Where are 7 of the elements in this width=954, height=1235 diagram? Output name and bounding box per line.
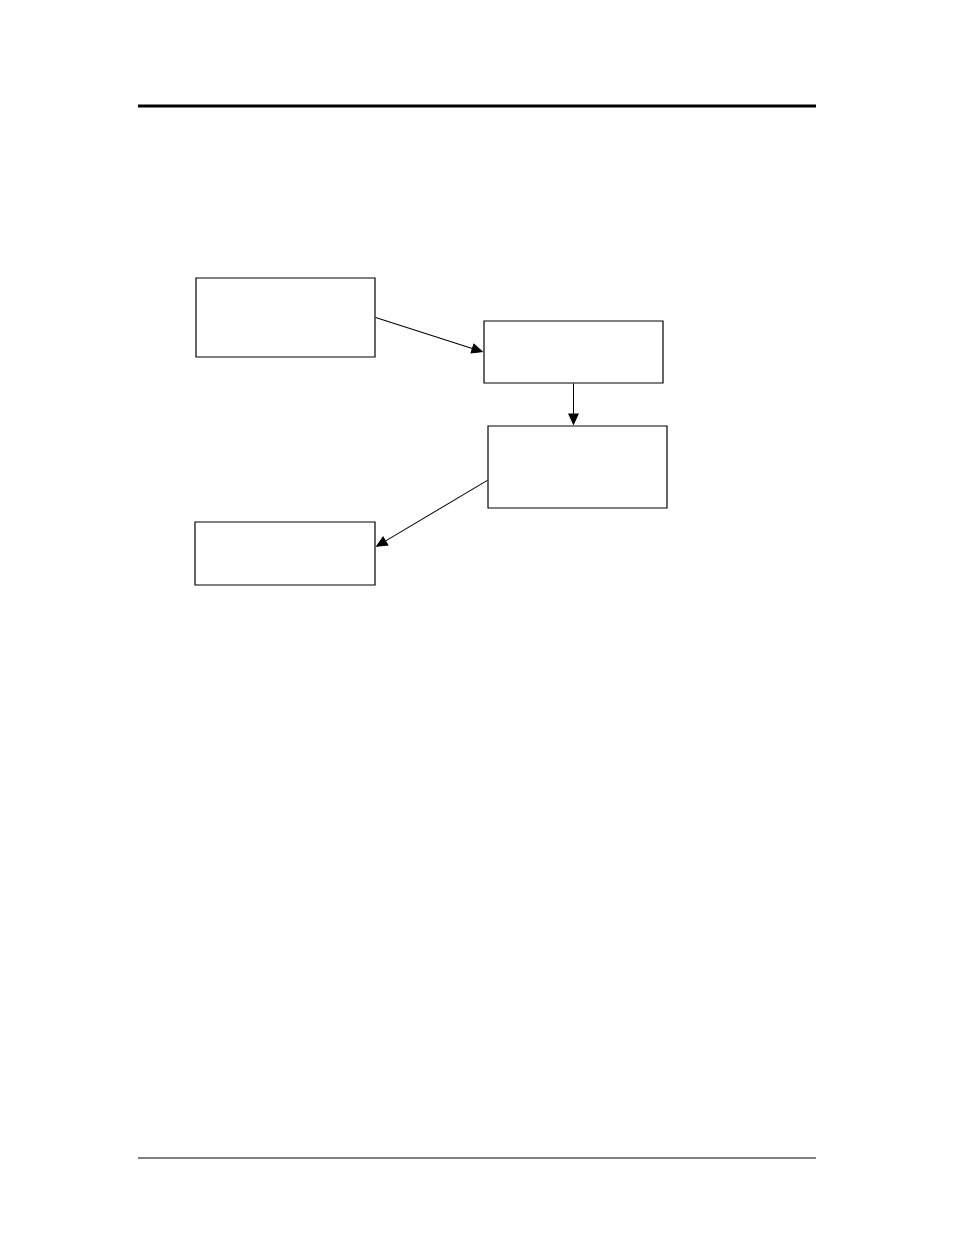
- empty-box: [195, 277, 376, 358]
- empty-box: [487, 425, 668, 509]
- empty-box: [483, 320, 664, 384]
- arrow: [376, 479, 488, 547]
- arrow: [568, 383, 579, 425]
- empty-box: [194, 521, 376, 586]
- arrow: [375, 317, 483, 354]
